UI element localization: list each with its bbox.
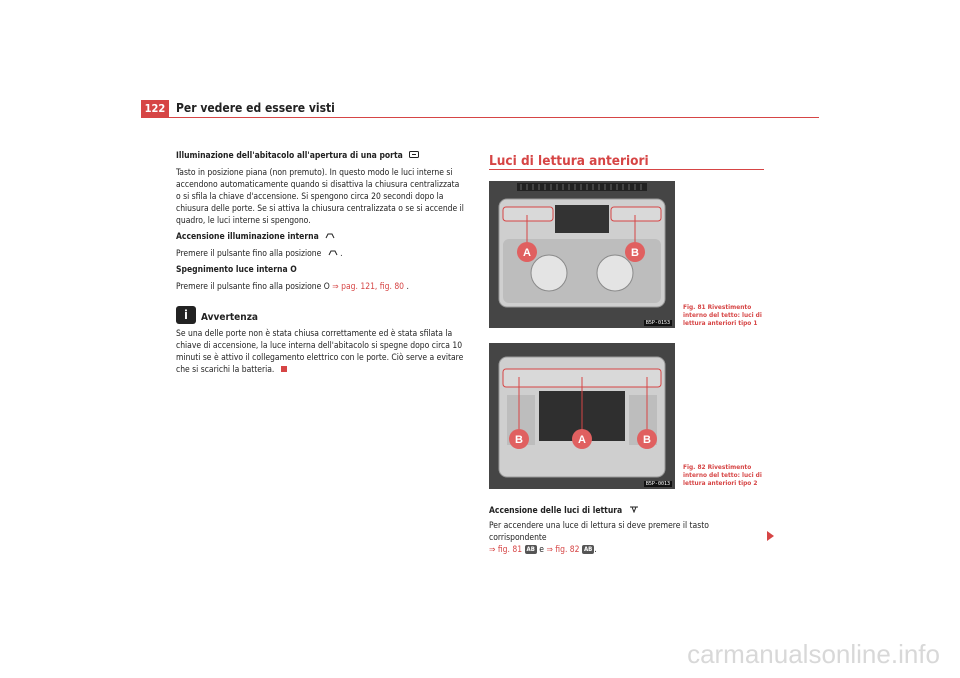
heading-interior-off: Spegnimento luce interna O xyxy=(176,265,297,275)
figure-82-code: B5P-0013 xyxy=(643,481,672,487)
left-column: Illuminazione dell'abitacolo all'apertur… xyxy=(176,150,466,380)
header-divider xyxy=(141,117,819,118)
figure-82-label-b-right: B xyxy=(643,434,651,446)
note-header: i Avvertenza xyxy=(176,305,466,324)
reading-lights-text: Per accendere una luce di lettura si dev… xyxy=(489,521,709,543)
key-ab-badge: AB xyxy=(581,545,595,554)
note-title: Avvertenza xyxy=(201,311,258,323)
heading-interior-on: Accensione illuminazione interna xyxy=(176,232,319,242)
note-text: Se una delle porte non è stata chiusa co… xyxy=(176,328,464,375)
door-light-icon xyxy=(409,151,420,160)
figure-82-illustration: B A B xyxy=(489,343,675,489)
figure-81-link[interactable]: ⇒ fig. 81 xyxy=(489,545,523,555)
page-header-title: Per vedere ed essere visti xyxy=(176,101,335,115)
lamp-icon xyxy=(325,232,335,241)
key-ab-badge: AB xyxy=(524,545,537,554)
page-reference-link[interactable]: ⇒ pag. 121, fig. 80 xyxy=(332,281,405,292)
heading-door-lighting: Illuminazione dell'abitacolo all'apertur… xyxy=(176,151,403,161)
figure-81-illustration: A B xyxy=(489,181,675,328)
right-column: Accensione delle luci di lettura Per acc… xyxy=(489,506,709,555)
figure-81-code: B5P-0153 xyxy=(643,320,672,326)
figure-82-label-b-left: B xyxy=(515,434,523,446)
figure-82-caption: Fig. 82 Rivestimento interno del tetto: … xyxy=(683,463,762,487)
note-icon: i xyxy=(176,305,196,324)
paragraph-interior-off: Premere il pulsante fino alla posizione … xyxy=(176,281,330,292)
section-end-marker xyxy=(280,366,287,372)
figure-82-label-a: A xyxy=(578,434,586,446)
section-title: Luci di lettura anteriori xyxy=(489,153,649,169)
next-page-arrow-icon[interactable] xyxy=(767,531,774,541)
conjunction-text: e xyxy=(539,545,544,555)
section-divider xyxy=(489,169,764,170)
paragraph-door-lighting: Tasto in posizione piana (non premuto). … xyxy=(176,167,464,226)
heading-reading-lights: Accensione delle luci di lettura xyxy=(489,506,623,516)
figure-82-link[interactable]: ⇒ fig. 82 xyxy=(546,545,580,555)
figure-81-label-a: A xyxy=(523,247,531,259)
figure-81-caption: Fig. 81 Rivestimento interno del tetto: … xyxy=(683,303,762,327)
figure-81-label-b: B xyxy=(631,247,639,259)
paragraph-interior-on: Premere il pulsante fino alla posizione xyxy=(176,248,322,259)
page-number: 122 xyxy=(141,100,169,117)
watermark: carmanualsonline.info xyxy=(687,639,940,669)
figure-82-image: B A B B5P-0013 xyxy=(489,343,675,489)
lamp-icon xyxy=(328,249,340,258)
figure-81-image: A B B5P-0153 xyxy=(489,181,675,328)
reading-light-icon xyxy=(629,506,639,515)
